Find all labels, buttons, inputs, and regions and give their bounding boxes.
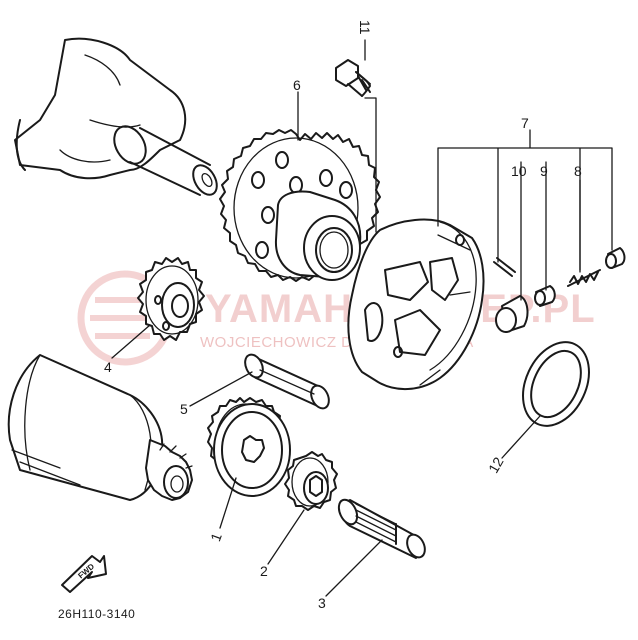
gear-1	[207, 397, 291, 497]
callout-1: 1	[207, 531, 225, 544]
idler-gear-4	[137, 257, 205, 341]
callout-7: 7	[521, 115, 529, 131]
callout-5: 5	[180, 401, 188, 417]
idler-shaft-5	[244, 353, 330, 410]
clutch-small-parts	[493, 247, 626, 333]
callout-8: 8	[574, 163, 582, 179]
callout-4: 4	[104, 359, 112, 375]
shaft-3	[337, 498, 426, 559]
part-code: 26H110-3140	[58, 607, 135, 621]
callout-6: 6	[293, 77, 301, 93]
starter-clutch-housing	[347, 218, 485, 391]
bolt-11	[335, 59, 371, 97]
callout-10: 10	[511, 163, 527, 179]
washer-12	[522, 341, 590, 427]
callout-11: 11	[357, 20, 373, 35]
callout-3: 3	[318, 595, 326, 611]
callout-12: 12	[485, 454, 507, 476]
gear-2	[284, 451, 338, 511]
crankshaft-section	[14, 37, 218, 196]
starter-motor	[7, 354, 193, 501]
starter-wheel-gear	[219, 129, 381, 282]
callout-9: 9	[540, 163, 548, 179]
callout-2: 2	[260, 563, 268, 579]
leader-lines	[111, 39, 613, 597]
fwd-arrow-badge: FWD	[61, 555, 107, 593]
